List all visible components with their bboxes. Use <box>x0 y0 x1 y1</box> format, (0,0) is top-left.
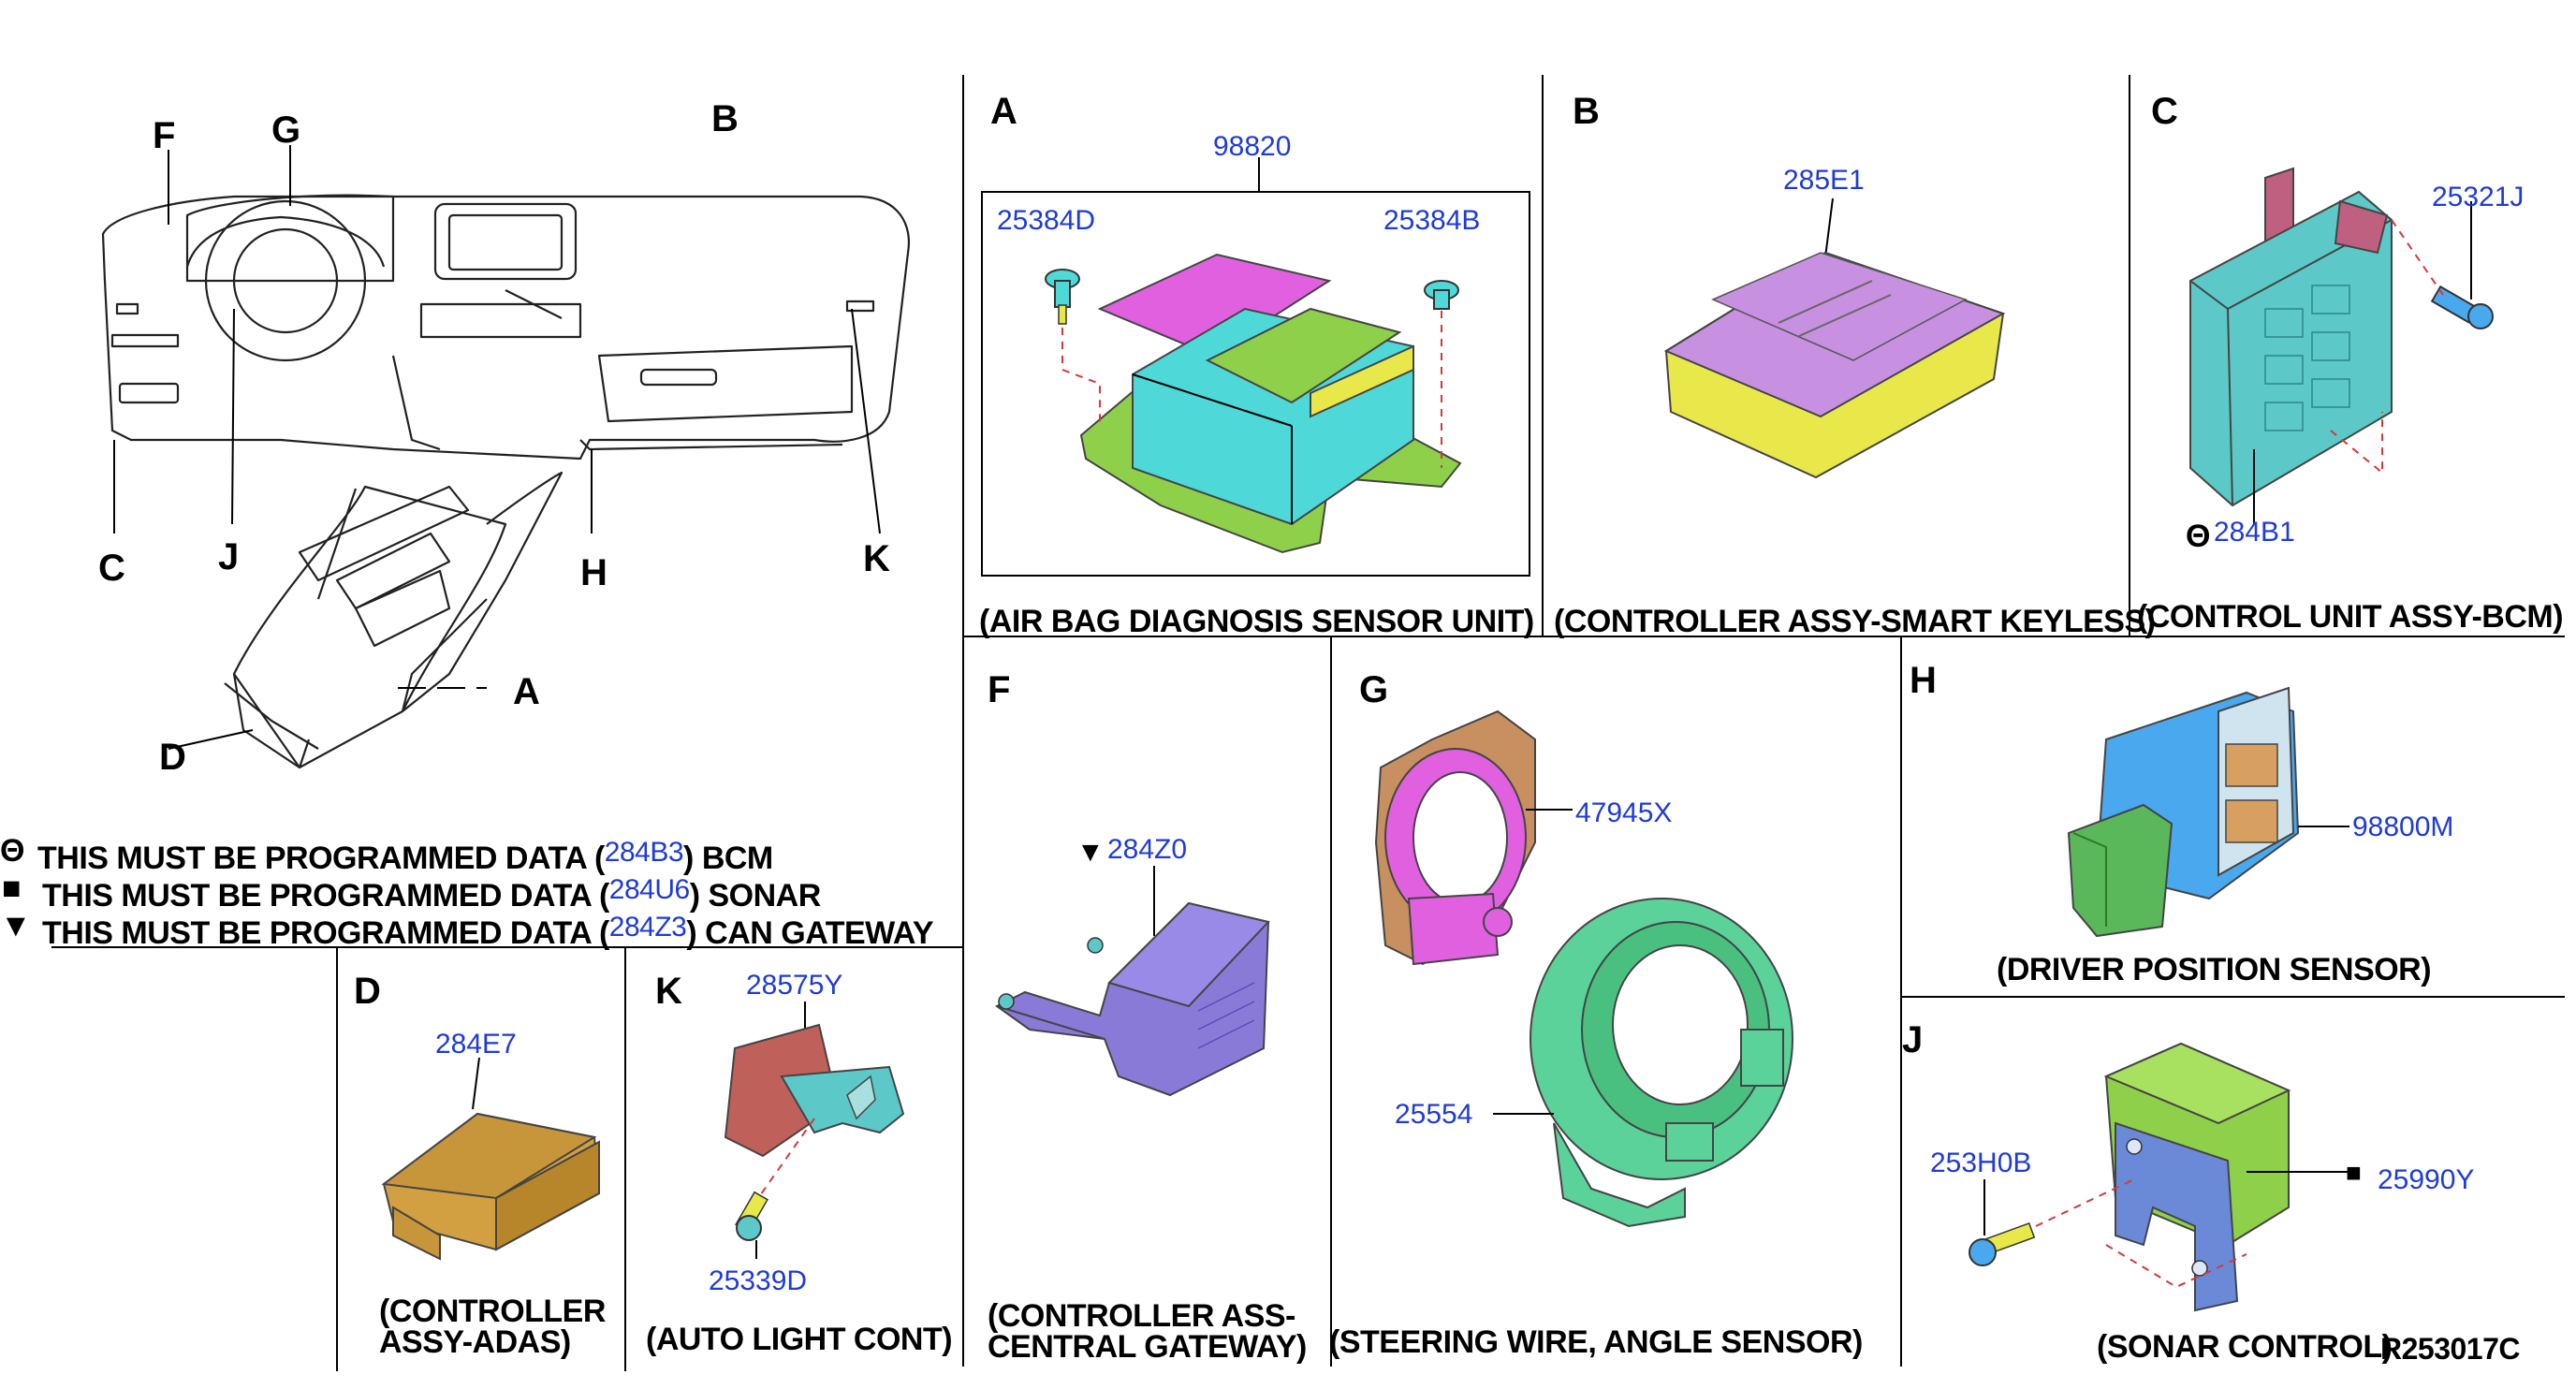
note-prefix: THIS MUST BE PROGRAMMED DATA ( <box>42 915 610 951</box>
overview-label-g: G <box>271 110 300 151</box>
section-letter-b: B <box>1573 91 1600 132</box>
part-number-47945x: 47945X <box>1575 797 1672 828</box>
section-letter-g: G <box>1359 669 1388 710</box>
note-part-number: 284U6 <box>609 874 690 905</box>
section-letter-k: K <box>655 971 682 1012</box>
caption-g: (STEERING WIRE, ANGLE SENSOR) <box>1329 1324 1863 1360</box>
overview-label-b: B <box>711 98 739 139</box>
bolt-25384d-icon <box>1045 269 1080 325</box>
part-number-25554: 25554 <box>1395 1099 1472 1130</box>
bcm-symbol-icon: Θ <box>2186 519 2210 554</box>
note-symbol-icon: ▼ <box>0 908 31 943</box>
part-number-98800m: 98800M <box>2352 811 2453 842</box>
bolt-253h0b-icon <box>1969 1221 2036 1266</box>
dashboard-overview-drawing <box>101 194 910 769</box>
section-d <box>381 1057 601 1261</box>
part-number-284e7: 284E7 <box>435 1029 517 1060</box>
overview-label-j: J <box>218 536 239 578</box>
bolt-25321j-icon <box>2430 285 2494 329</box>
section-letter-f: F <box>988 669 1010 710</box>
part-number-253h0b: 253H0B <box>1930 1148 2031 1178</box>
section-j <box>1969 1042 2354 1312</box>
overview-label-h: H <box>580 552 607 593</box>
section-letters: A B C D K F G H J <box>354 91 2178 1060</box>
symbol-markers: Θ ▼ ■ <box>1076 519 2362 1187</box>
note-line: THIS MUST BE PROGRAMMED DATA (284B3) BCM <box>37 837 773 876</box>
section-g <box>1374 709 1793 1228</box>
screw-25339d-icon <box>735 1191 768 1241</box>
note-part-number: 284B3 <box>605 837 683 868</box>
overview-label-c: C <box>98 548 125 589</box>
caption-j: (SONAR CONTROL) <box>2097 1329 2392 1365</box>
caption-f-line2: CENTRAL GATEWAY) <box>988 1329 1307 1365</box>
bolt-25384b-icon <box>1424 280 1459 310</box>
note-suffix: ) SONAR <box>690 878 821 914</box>
caption-d-line2: ASSY-ADAS) <box>379 1324 571 1360</box>
part-number-98820: 98820 <box>1213 131 1291 162</box>
section-a <box>981 157 1530 577</box>
section-letter-j: J <box>1902 1019 1923 1060</box>
drawing-code: R253017C <box>2380 1332 2520 1366</box>
note-suffix: ) BCM <box>683 841 773 876</box>
caption-f-line1: (CONTROLLER ASS- <box>988 1298 1295 1334</box>
overview-label-f: F <box>153 115 175 156</box>
note-part-number: 284Z3 <box>609 912 687 943</box>
overview-labels: F G B C J H K A D <box>98 98 890 778</box>
note-symbol-icon: Θ <box>0 833 24 869</box>
part-number-25990y: 25990Y <box>2378 1164 2474 1195</box>
overview-label-a: A <box>513 671 540 712</box>
overview-label-k: K <box>863 538 890 579</box>
part-number-28575y: 28575Y <box>746 970 842 1001</box>
caption-b: (CONTROLLER ASSY-SMART KEYLESS) <box>1554 604 2156 639</box>
part-number-284z0: 284Z0 <box>1107 834 1187 865</box>
gateway-symbol-icon: ▼ <box>1076 837 1105 868</box>
part-number-285e1: 285E1 <box>1783 165 1865 196</box>
overview-leader-lines <box>113 145 881 750</box>
section-letter-d: D <box>354 971 381 1012</box>
sonar-symbol-icon: ■ <box>2346 1158 2362 1187</box>
overview-label-d: D <box>159 737 186 778</box>
section-b <box>1663 197 2006 479</box>
part-number-25384b: 25384B <box>1383 205 1480 236</box>
note-line: THIS MUST BE PROGRAMMED DATA (284Z3) CAN… <box>42 912 934 951</box>
note-prefix: THIS MUST BE PROGRAMMED DATA ( <box>37 841 606 876</box>
caption-h: (DRIVER POSITION SENSOR) <box>1997 952 2431 987</box>
part-number-284b1: 284B1 <box>2214 517 2295 548</box>
part-number-25339d: 25339D <box>709 1265 807 1296</box>
section-letter-c: C <box>2151 91 2178 132</box>
section-h <box>2067 686 2349 938</box>
part-numbers: 98820 25384D 25384B 285E1 25321J 284B1 2… <box>435 131 2524 1296</box>
section-c <box>2189 167 2494 524</box>
section-letter-h: H <box>1910 660 1937 701</box>
note-suffix: ) CAN GATEWAY <box>686 915 933 951</box>
section-letter-a: A <box>990 91 1017 132</box>
section-f <box>995 866 1270 1097</box>
note-prefix: THIS MUST BE PROGRAMMED DATA ( <box>42 878 610 914</box>
grid-lines <box>51 75 2565 1371</box>
section-k <box>724 1002 905 1259</box>
caption-a: (AIR BAG DIAGNOSIS SENSOR UNIT) <box>979 604 1534 639</box>
caption-d-line1: (CONTROLLER <box>379 1294 606 1329</box>
caption-k: (AUTO LIGHT CONT) <box>646 1322 952 1357</box>
note-symbol-icon: ■ <box>2 870 21 906</box>
captions: (AIR BAG DIAGNOSIS SENSOR UNIT) (CONTROL… <box>379 599 2564 1366</box>
part-number-25321j: 25321J <box>2432 182 2524 212</box>
part-number-25384d: 25384D <box>997 205 1095 236</box>
note-line: THIS MUST BE PROGRAMMED DATA (284U6) SON… <box>42 874 821 914</box>
caption-c: (CONTROL UNIT ASSY-BCM) <box>2137 599 2563 635</box>
